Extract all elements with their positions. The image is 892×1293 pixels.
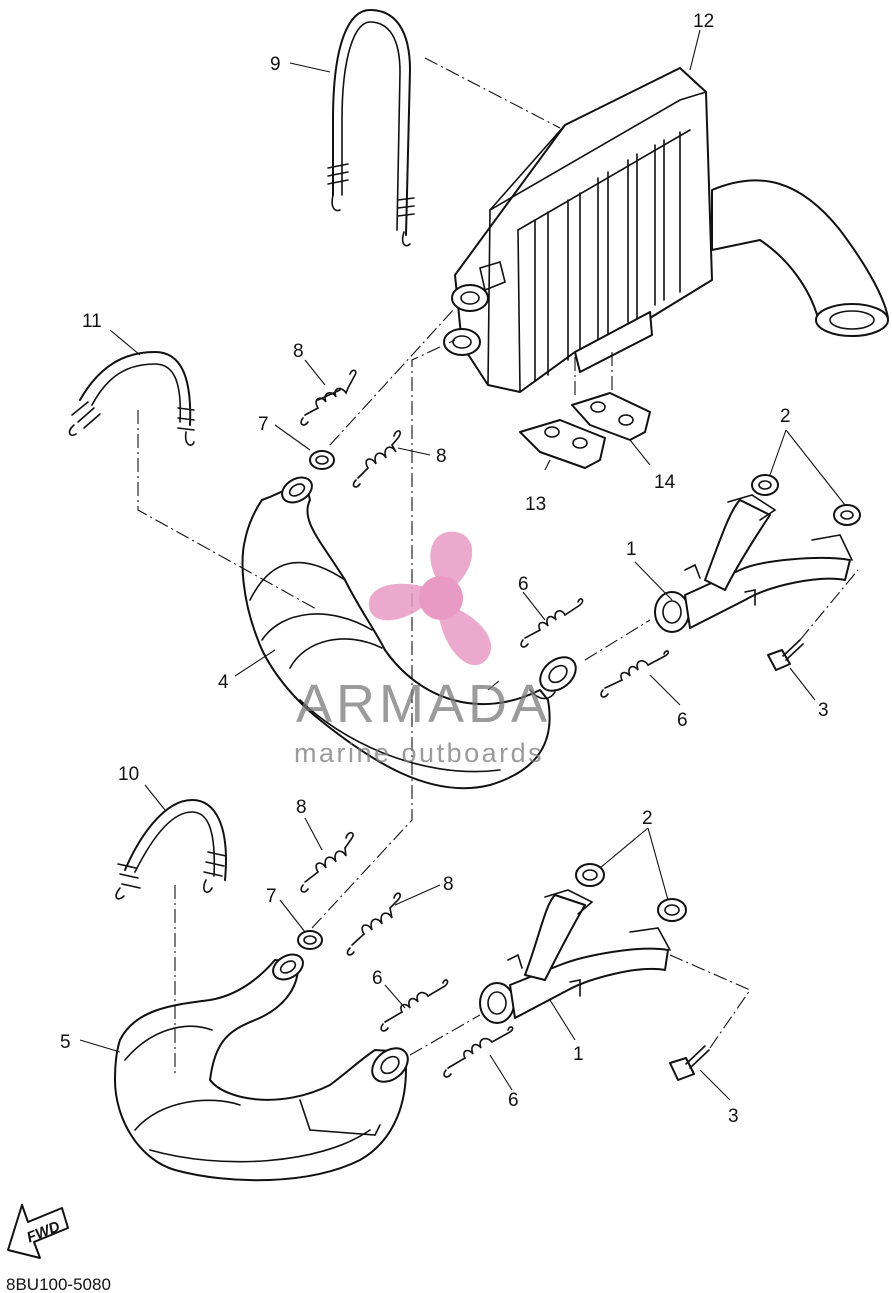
forward-direction-arrow-icon: FWD <box>7 1204 69 1259</box>
bolt-part-3-b[interactable] <box>669 1045 710 1081</box>
callout-leaders <box>79 29 846 1101</box>
exhaust-manifold-part-1-b[interactable] <box>479 889 671 1024</box>
grommet-part-2-b[interactable] <box>833 504 861 526</box>
callout-11: 11 <box>82 311 102 332</box>
spring-part-8-b[interactable] <box>352 430 401 488</box>
callout-6: 6 <box>508 1090 519 1111</box>
callout-9: 9 <box>270 54 281 75</box>
grommet-part-2-a[interactable] <box>751 474 779 496</box>
callout-6: 6 <box>372 968 383 989</box>
callout-3: 3 <box>728 1106 739 1127</box>
hook-spring-part-9[interactable] <box>327 9 415 247</box>
callout-14: 14 <box>654 472 676 493</box>
exhaust-chamber-part-5[interactable] <box>114 949 414 1182</box>
spring-part-6-c[interactable] <box>380 979 449 1032</box>
watermark-brand: ARMADA <box>296 674 551 734</box>
spring-part-6-a[interactable] <box>520 598 584 648</box>
spring-part-6-b[interactable] <box>600 650 670 698</box>
gasket-part-7-a[interactable] <box>309 450 335 470</box>
callout-1: 1 <box>626 539 637 560</box>
callout-2: 2 <box>780 406 791 427</box>
watermark: ARMADA marine outboards <box>294 531 551 768</box>
grommet-part-2-c[interactable] <box>575 863 605 887</box>
propeller-logo-icon <box>368 531 492 666</box>
spring-part-8-a[interactable] <box>300 369 357 426</box>
spring-part-8-c[interactable] <box>300 831 354 893</box>
callout-7: 7 <box>266 886 277 907</box>
callout-8: 8 <box>293 341 304 362</box>
callout-3: 3 <box>818 700 829 721</box>
callout-2: 2 <box>642 808 653 829</box>
muffler-part-12[interactable] <box>443 67 889 393</box>
callout-6: 6 <box>518 574 529 595</box>
callout-8: 8 <box>436 446 447 467</box>
callout-8: 8 <box>443 874 454 895</box>
spring-part-8-d[interactable] <box>346 892 401 956</box>
exhaust-manifold-part-1-a[interactable] <box>654 494 853 633</box>
callout-8: 8 <box>296 797 307 818</box>
bracket-part-13[interactable] <box>519 419 606 469</box>
callout-10: 10 <box>118 764 139 785</box>
gasket-part-7-b[interactable] <box>297 930 323 950</box>
hook-spring-part-11[interactable] <box>68 351 195 446</box>
bolt-part-3-a[interactable] <box>767 639 804 671</box>
callout-1: 1 <box>573 1044 584 1065</box>
callout-4: 4 <box>218 672 229 693</box>
exhaust-chamber-part-4[interactable] <box>241 472 583 790</box>
callout-7: 7 <box>258 414 269 435</box>
spring-part-6-d[interactable] <box>443 1026 514 1078</box>
hook-spring-part-10[interactable] <box>115 799 227 900</box>
callout-numbers: 9 12 11 8 7 8 13 14 2 1 6 6 3 4 10 8 7 8… <box>60 11 829 1127</box>
callout-12: 12 <box>693 11 714 32</box>
bracket-part-14[interactable] <box>571 392 651 441</box>
watermark-tagline: marine outboards <box>294 738 544 768</box>
callout-13: 13 <box>525 494 546 515</box>
callout-5: 5 <box>60 1032 71 1053</box>
diagram-code: 8BU100-5080 <box>6 1275 111 1293</box>
grommet-part-2-d[interactable] <box>657 898 687 922</box>
assembly-lines <box>137 57 859 1075</box>
callout-6: 6 <box>677 710 688 731</box>
